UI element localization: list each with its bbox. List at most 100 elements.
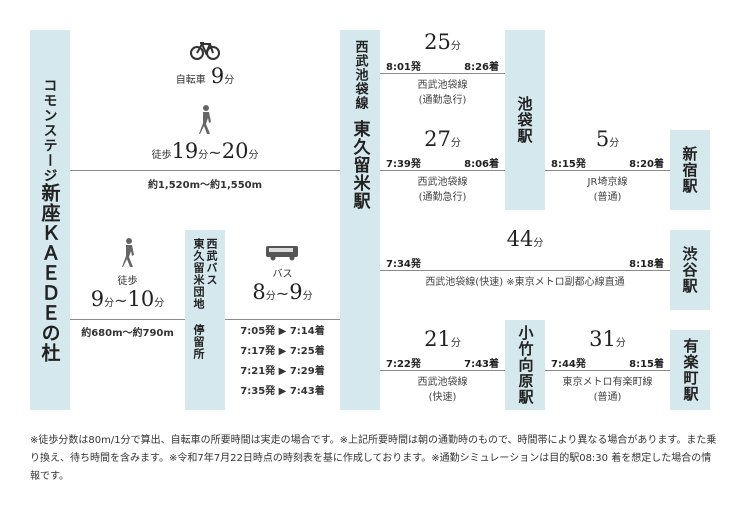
unit: 分 <box>265 291 276 302</box>
tilde: ~ <box>114 291 128 310</box>
route-duration: 25分 <box>380 30 505 54</box>
unit: 分 <box>248 150 259 161</box>
train-type: (快速) <box>428 392 457 403</box>
unit: 分 <box>302 291 313 302</box>
route-line <box>225 319 340 320</box>
unit: 分 <box>450 41 461 52</box>
kotake-box: 小竹向原駅 <box>505 320 545 410</box>
origin-box: コモンステージ新座ＫＡＥＤＥの杜 <box>30 30 70 410</box>
walk-to-bus-section: 徒歩 9分~10分 <box>70 238 185 311</box>
bus-stop-box: 西武バス東久留米団地 停留所 <box>185 230 225 410</box>
origin-name-large: 新座ＫＡＥＤＥの杜 <box>38 182 61 363</box>
unit: 分 <box>154 298 165 309</box>
route-line <box>70 319 185 320</box>
route-duration: 44分 <box>380 227 670 251</box>
bus-min-from: 8 <box>252 280 266 304</box>
unit: 分 <box>533 238 544 249</box>
yurakucho-label: 有楽町駅 <box>681 338 700 402</box>
route-minutes: 31 <box>589 327 616 351</box>
unit: 分 <box>450 138 461 149</box>
route-line <box>380 73 505 74</box>
route-duration: 5分 <box>545 127 670 151</box>
route-line <box>380 170 505 171</box>
seibu-ikebukuro-line-label: 西武池袋線 <box>352 40 368 110</box>
route-minutes: 5 <box>595 127 610 151</box>
shinjuku-box: 新宿駅 <box>670 130 710 210</box>
departure-time: 7:34発 <box>386 259 421 270</box>
route-minutes: 25 <box>424 30 451 54</box>
tilde: ~ <box>275 284 290 303</box>
departure-time: 7:39発 <box>386 159 421 170</box>
unit: 分 <box>104 298 115 309</box>
higashikurume-station-label: 東久留米駅 <box>349 120 370 210</box>
walk-min-to: 10 <box>127 287 155 311</box>
walk-section: 徒歩19分~20分 <box>70 105 340 163</box>
tilde: ~ <box>208 143 222 162</box>
bus-timetable: 7:05発 ▶ 7:14着 7:17発 ▶ 7:25着 7:21発 ▶ 7:29… <box>225 322 340 402</box>
shibuya-label: 渋谷駅 <box>680 246 699 294</box>
bus-min-to: 9 <box>289 280 303 304</box>
route-line <box>380 270 670 271</box>
walk-min-from: 9 <box>90 287 105 311</box>
shibuya-box: 渋谷駅 <box>670 230 710 310</box>
bus-company: 西武バス <box>205 238 218 286</box>
ikebukuro-label: 池袋駅 <box>515 96 534 144</box>
route-minutes: 21 <box>424 327 451 351</box>
bus-time: 7:21発 ▶ 7:29着 <box>240 366 325 377</box>
unit: 分 <box>609 138 620 149</box>
unit: 分 <box>224 75 235 86</box>
route-duration: 27分 <box>380 127 505 151</box>
departure-time: 7:44発 <box>551 359 586 370</box>
route-duration: 21分 <box>380 327 505 351</box>
route-minutes: 27 <box>424 127 451 151</box>
route-minutes: 44 <box>506 227 534 251</box>
walk-min-to: 20 <box>221 139 249 163</box>
train-type: (普通) <box>593 192 622 203</box>
arrival-time: 8:26着 <box>464 62 499 73</box>
walk-distance: 約680m～約790m <box>81 328 174 339</box>
bus-icon <box>265 246 298 261</box>
bus-stop-name: 東久留米団地 停留所 <box>192 238 205 360</box>
train-type: (普通) <box>593 392 622 403</box>
bus-label: バス <box>272 269 293 280</box>
higashikurume-box: 西武池袋線 東久留米駅 <box>340 30 380 410</box>
train-line: 西武池袋線 <box>417 80 468 91</box>
origin-name-small: コモンステージ <box>41 77 58 183</box>
ikebukuro-box: 池袋駅 <box>505 30 545 210</box>
bus-time: 7:17発 ▶ 7:25着 <box>240 346 325 357</box>
train-line: 東京メトロ有楽町線 <box>562 377 653 388</box>
bike-label: 自転車 <box>175 75 206 86</box>
arrival-time: 7:43着 <box>464 359 499 370</box>
train-type: (通勤急行) <box>418 192 467 203</box>
kotake-label: 小竹向原駅 <box>516 325 535 405</box>
walk-min-from: 19 <box>171 139 199 163</box>
bus-time: 7:05発 ▶ 7:14着 <box>240 326 325 337</box>
departure-time: 8:15発 <box>551 159 586 170</box>
bus-time: 7:35発 ▶ 7:43着 <box>240 386 325 397</box>
walking-person-icon <box>199 105 211 134</box>
walk-label: 徒歩 <box>151 150 172 161</box>
route-line <box>70 170 340 171</box>
unit: 分 <box>450 338 461 349</box>
walk-label: 徒歩 <box>117 276 138 287</box>
bicycle-icon <box>190 42 220 60</box>
arrival-time: 8:06着 <box>464 159 499 170</box>
train-line: 西武池袋線(快速) ※東京メトロ副都心線直通 <box>425 277 625 288</box>
route-line <box>545 170 670 171</box>
unit: 分 <box>615 338 626 349</box>
bike-minutes: 9 <box>210 64 225 88</box>
bus-section: バス 8分~9分 <box>225 245 340 304</box>
unit: 分 <box>198 150 209 161</box>
route-line <box>380 370 505 371</box>
arrival-time: 8:18着 <box>629 259 664 270</box>
train-line: JR埼京線 <box>587 177 628 188</box>
bike-section: 自転車 9分 <box>70 40 340 88</box>
route-duration: 31分 <box>545 327 670 351</box>
departure-time: 7:22発 <box>386 359 421 370</box>
footnote: ※徒歩分数は80m/1分で算出、自転車の所要時間は実走の場合です。※上記所要時間… <box>30 435 717 482</box>
arrival-time: 8:20着 <box>629 159 664 170</box>
route-line <box>545 370 670 371</box>
train-line: 西武池袋線 <box>417 177 468 188</box>
train-line: 西武池袋線 <box>417 377 468 388</box>
